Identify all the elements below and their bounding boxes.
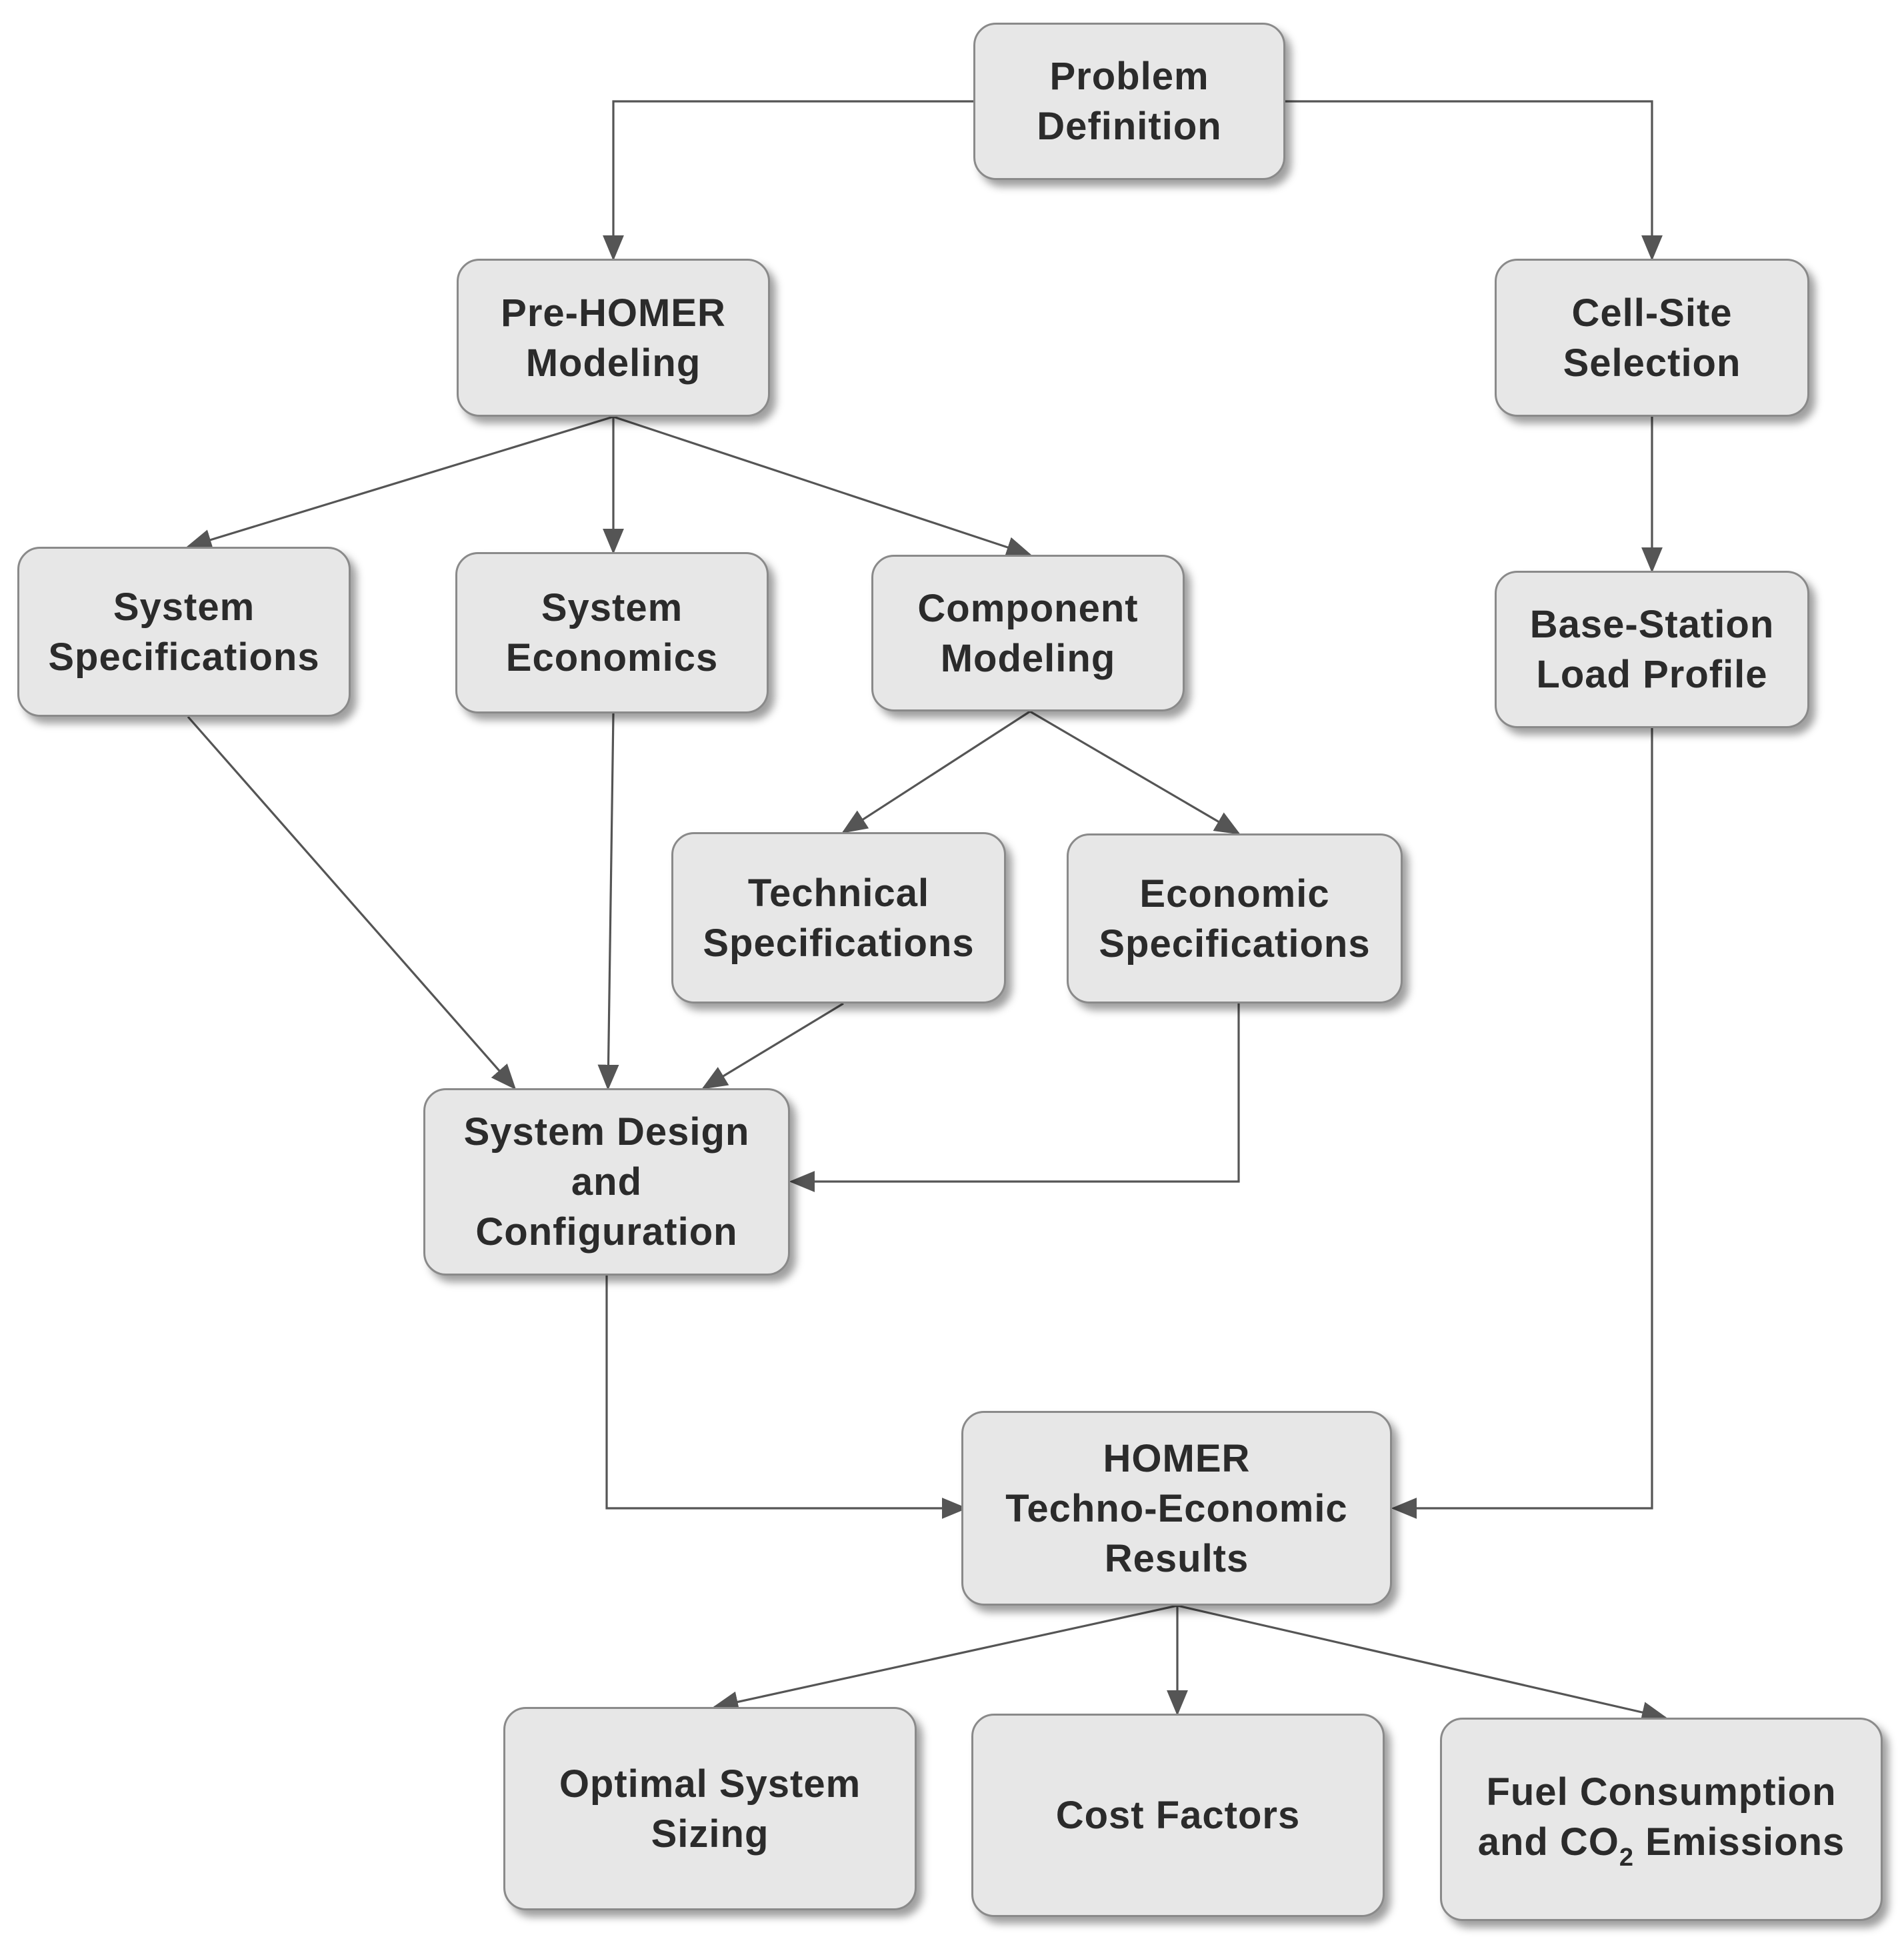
node-fuel-consumption-emissions[interactable]: Fuel Consumption and CO2 Emissions — [1440, 1718, 1883, 1921]
connector-homer-to-fuel-emissions — [1177, 1604, 1668, 1723]
connector-prehomer-to-system-specifications — [185, 415, 614, 551]
label-line: and — [571, 1160, 643, 1204]
node-label: System Economics — [506, 583, 718, 683]
node-label: Fuel Consumption and CO2 Emissions — [1478, 1767, 1845, 1872]
co2-subscript: 2 — [1619, 1843, 1635, 1872]
connector-economic-to-design — [789, 1004, 1240, 1192]
label-line: Modeling — [940, 636, 1116, 680]
label-line: Specifications — [703, 921, 975, 965]
node-label: System Specifications — [48, 582, 319, 682]
label-text: Emissions — [1634, 1820, 1845, 1864]
node-component-modeling[interactable]: Component Modeling — [871, 555, 1185, 711]
node-economic-specifications[interactable]: Economic Specifications — [1067, 833, 1403, 1004]
connector-component-to-technical — [841, 710, 1031, 833]
node-label: System Design and Configuration — [464, 1107, 750, 1257]
label-text: and CO — [1477, 1820, 1619, 1864]
connector-prehomer-to-component-modeling — [613, 415, 1033, 558]
label-line: Sizing — [651, 1812, 769, 1856]
label-line: System — [113, 585, 255, 629]
connector-homer-to-optimal-sizing — [712, 1604, 1178, 1713]
label-line: Selection — [1563, 341, 1741, 385]
label-line: HOMER — [1103, 1436, 1251, 1480]
connector-problem-to-cellsite — [1285, 100, 1663, 261]
label-line: Technical — [747, 871, 930, 915]
label-line: Techno-Economic — [1005, 1486, 1348, 1530]
label-line: Definition — [1037, 105, 1222, 148]
node-label: Economic Specifications — [1099, 869, 1370, 969]
label-line: Economic — [1139, 871, 1330, 915]
node-base-station-load-profile[interactable]: Base-Station Load Profile — [1495, 571, 1809, 728]
node-label: Base-Station Load Profile — [1530, 599, 1775, 699]
node-label: Technical Specifications — [703, 868, 974, 968]
node-system-economics[interactable]: System Economics — [455, 552, 769, 713]
label-line: Base-Station — [1529, 603, 1775, 646]
connector-system-specifications-to-design — [187, 715, 517, 1090]
node-cost-factors[interactable]: Cost Factors — [971, 1714, 1385, 1917]
node-label: HOMER Techno-Economic Results — [1005, 1434, 1347, 1584]
label-line: Specifications — [1099, 921, 1371, 965]
connector-technical-to-design — [701, 1002, 844, 1090]
node-label: Cell-Site Selection — [1563, 288, 1741, 388]
node-technical-specifications[interactable]: Technical Specifications — [671, 832, 1006, 1004]
node-homer-techno-economic-results[interactable]: HOMER Techno-Economic Results — [961, 1411, 1392, 1606]
label-line: Optimal System — [559, 1762, 861, 1806]
label-line: Economics — [505, 636, 719, 679]
label-line-co2: and CO2 Emissions — [1478, 1817, 1845, 1872]
label-line: System — [541, 586, 683, 629]
connector-problem-to-prehomer — [603, 100, 973, 261]
node-system-specifications[interactable]: System Specifications — [17, 547, 351, 717]
connector-component-to-economic — [1029, 710, 1241, 835]
label-line: System Design — [463, 1110, 750, 1154]
label-line: Pre-HOMER — [501, 291, 726, 335]
label-line: Modeling — [525, 341, 701, 385]
node-label: Cost Factors — [1056, 1790, 1301, 1840]
label-line: Problem — [1049, 55, 1209, 98]
node-optimal-system-sizing[interactable]: Optimal System Sizing — [503, 1707, 917, 1910]
label-line: Cell-Site — [1571, 291, 1733, 335]
node-label: Pre-HOMER Modeling — [501, 288, 726, 388]
label-line: Cost Factors — [1055, 1794, 1301, 1837]
node-system-design-configuration[interactable]: System Design and Configuration — [423, 1088, 790, 1276]
label-line: Specifications — [48, 635, 320, 679]
node-label: Component Modeling — [917, 583, 1138, 683]
label-line: Component — [917, 586, 1139, 630]
label-line: Fuel Consumption — [1486, 1770, 1837, 1814]
label-line: Configuration — [475, 1210, 738, 1254]
connector-design-to-homer-results — [605, 1276, 968, 1519]
node-pre-homer-modeling[interactable]: Pre-HOMER Modeling — [457, 259, 770, 417]
node-label: Optimal System Sizing — [559, 1759, 861, 1859]
label-line: Results — [1104, 1536, 1249, 1580]
node-label: Problem Definition — [1037, 51, 1221, 151]
connector-load-profile-to-homer-results — [1391, 728, 1653, 1519]
node-problem-definition[interactable]: Problem Definition — [973, 23, 1285, 180]
connector-system-economics-to-design — [597, 713, 619, 1091]
label-line: Load Profile — [1536, 653, 1768, 696]
node-cell-site-selection[interactable]: Cell-Site Selection — [1495, 259, 1809, 417]
